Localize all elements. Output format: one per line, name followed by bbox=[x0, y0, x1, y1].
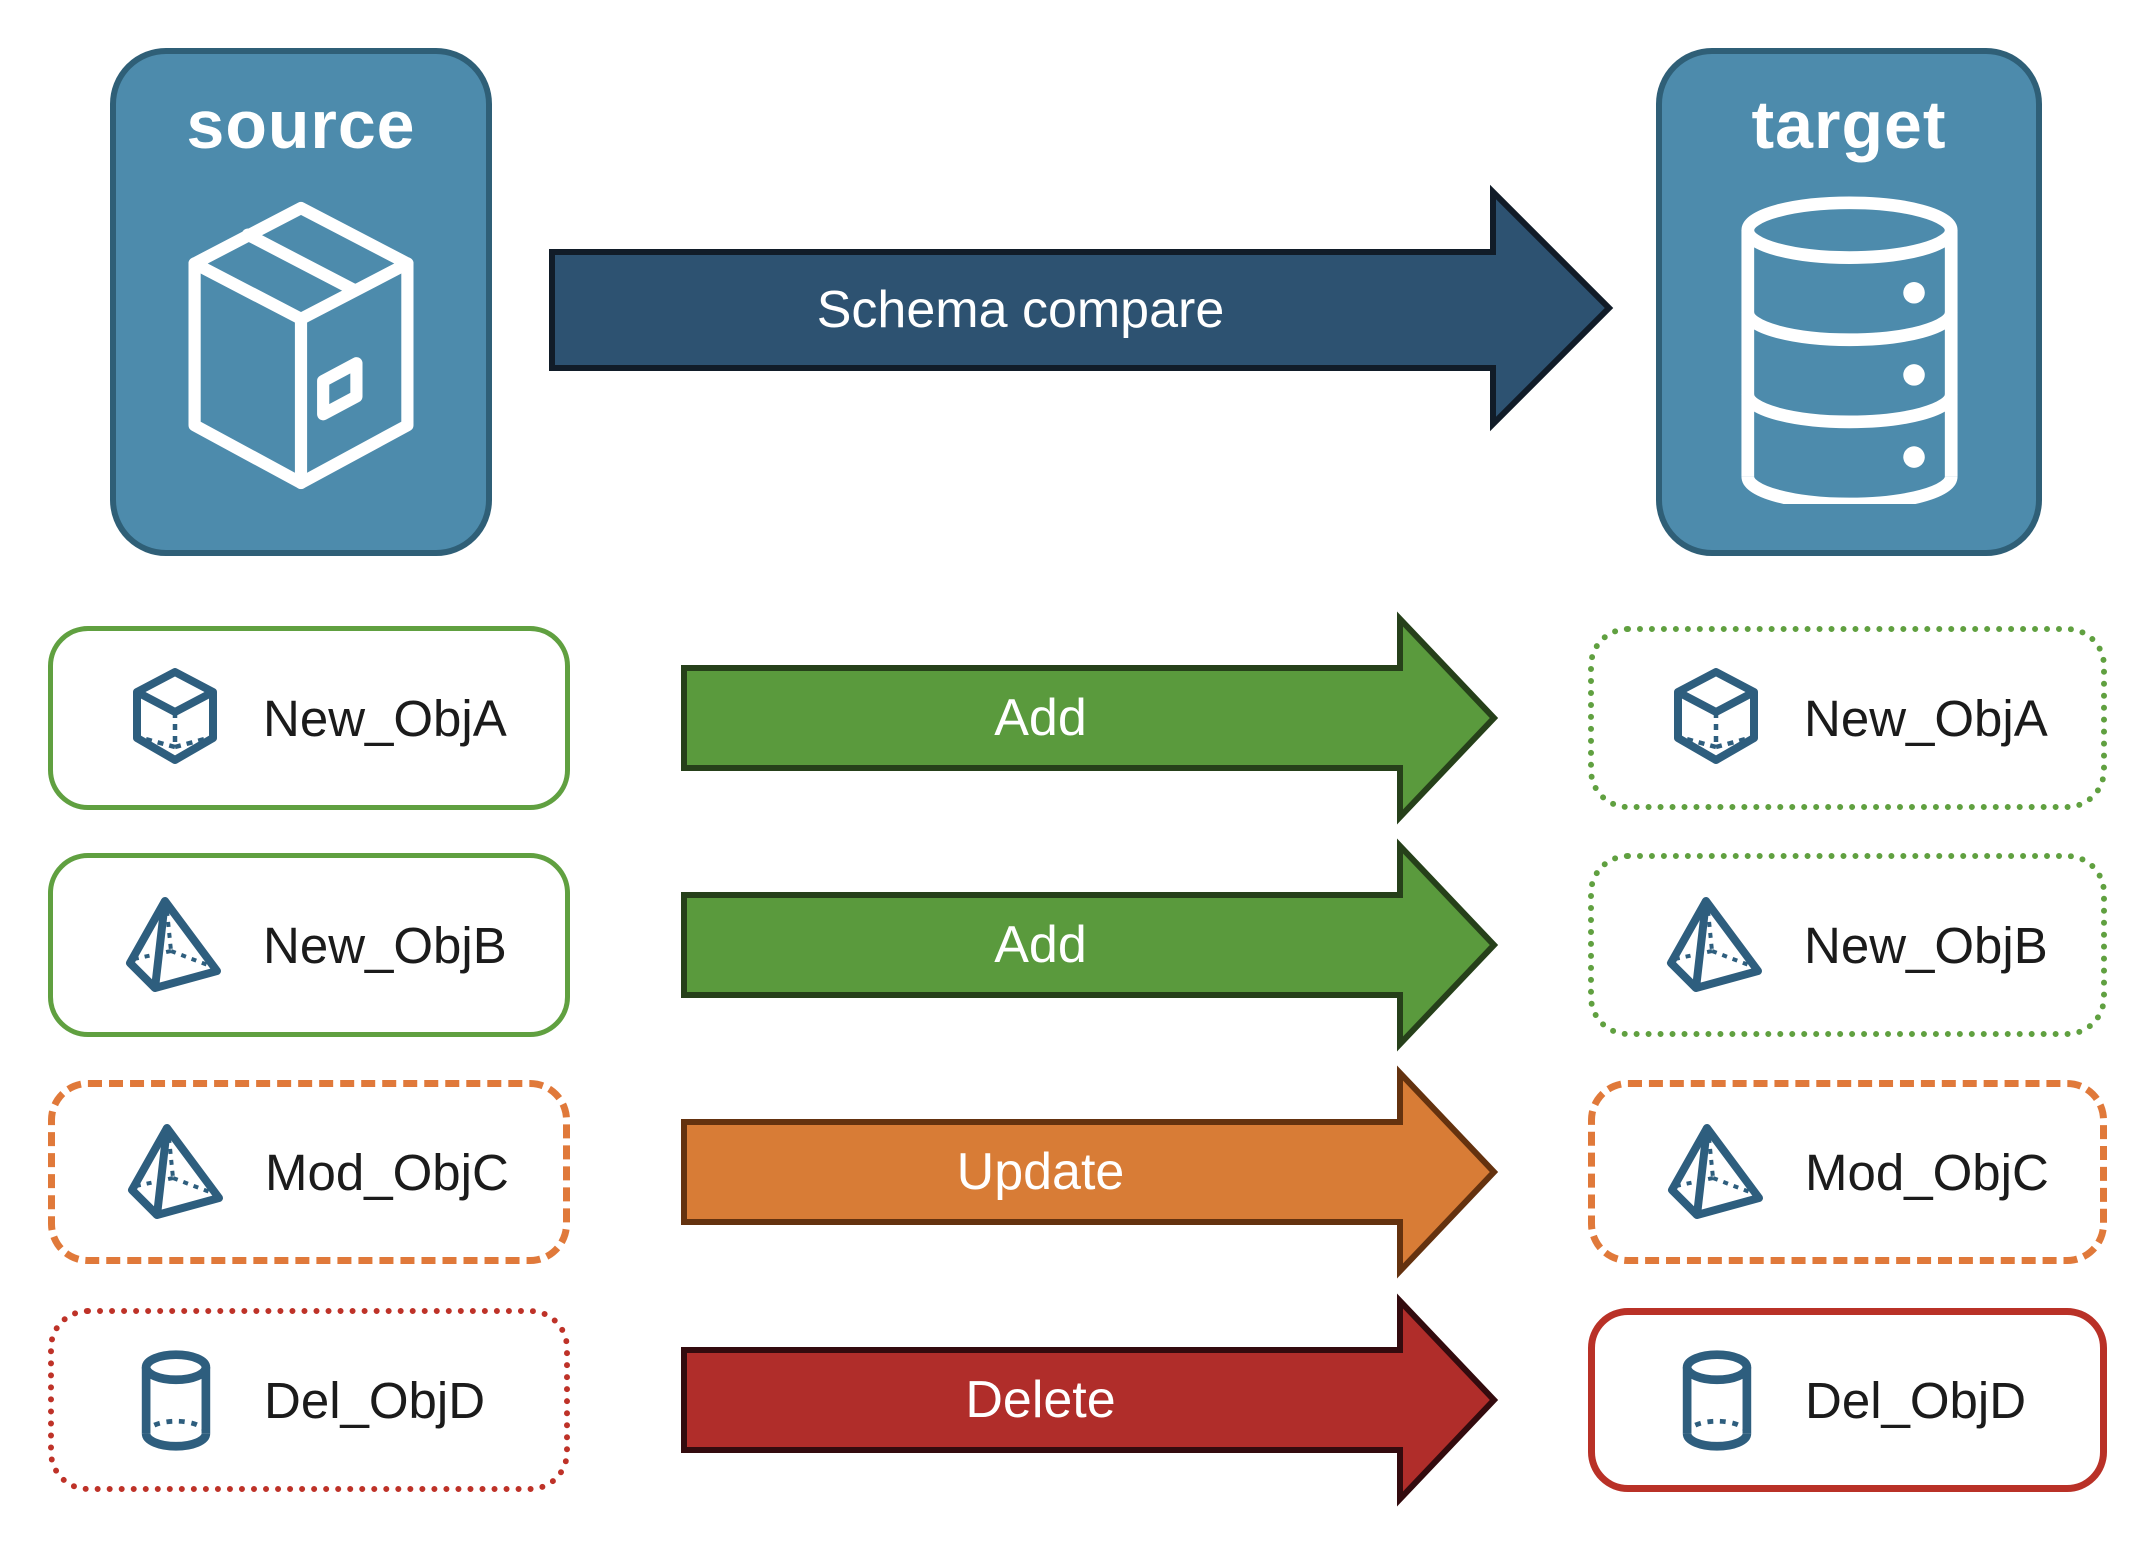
object-label: Mod_ObjC bbox=[1805, 1143, 2049, 1201]
delete-arrow bbox=[681, 1293, 1499, 1507]
pyramid-icon bbox=[125, 892, 225, 998]
object-label: New_ObjB bbox=[1804, 916, 2048, 974]
database-icon bbox=[1732, 195, 1967, 504]
object-label: New_ObjA bbox=[1804, 689, 2048, 747]
target-panel-title: target bbox=[1751, 87, 1947, 163]
schema-compare-arrow bbox=[549, 184, 1614, 432]
package-icon bbox=[168, 177, 434, 514]
target-panel: target bbox=[1656, 48, 2042, 556]
pyramid-icon bbox=[127, 1119, 227, 1225]
source-object-box-new-objb: New_ObjB bbox=[48, 853, 570, 1037]
add-arrow bbox=[681, 838, 1499, 1052]
pyramid-icon bbox=[1666, 892, 1766, 998]
target-object-box-mod-objc: Mod_ObjC bbox=[1588, 1080, 2107, 1264]
update-arrow bbox=[681, 1065, 1499, 1279]
source-panel-title: source bbox=[186, 87, 416, 163]
source-object-box-mod-objc: Mod_ObjC bbox=[48, 1080, 570, 1264]
cube-icon bbox=[1666, 665, 1766, 771]
cube-icon bbox=[125, 665, 225, 771]
cylinder-icon bbox=[1667, 1347, 1767, 1453]
object-label: Mod_ObjC bbox=[265, 1143, 509, 1201]
object-label: Del_ObjD bbox=[264, 1371, 486, 1429]
target-object-box-new-obja: New_ObjA bbox=[1588, 626, 2107, 810]
source-object-box-new-obja: New_ObjA bbox=[48, 626, 570, 810]
source-object-box-del-objd: Del_ObjD bbox=[48, 1308, 570, 1492]
cylinder-icon bbox=[126, 1347, 226, 1453]
pyramid-icon bbox=[1667, 1119, 1767, 1225]
target-object-box-del-objd: Del_ObjD bbox=[1588, 1308, 2107, 1492]
source-panel: source bbox=[110, 48, 492, 556]
object-label: New_ObjA bbox=[263, 689, 507, 747]
add-arrow bbox=[681, 611, 1499, 825]
object-label: Del_ObjD bbox=[1805, 1371, 2027, 1429]
target-object-box-new-objb: New_ObjB bbox=[1588, 853, 2107, 1037]
object-label: New_ObjB bbox=[263, 916, 507, 974]
